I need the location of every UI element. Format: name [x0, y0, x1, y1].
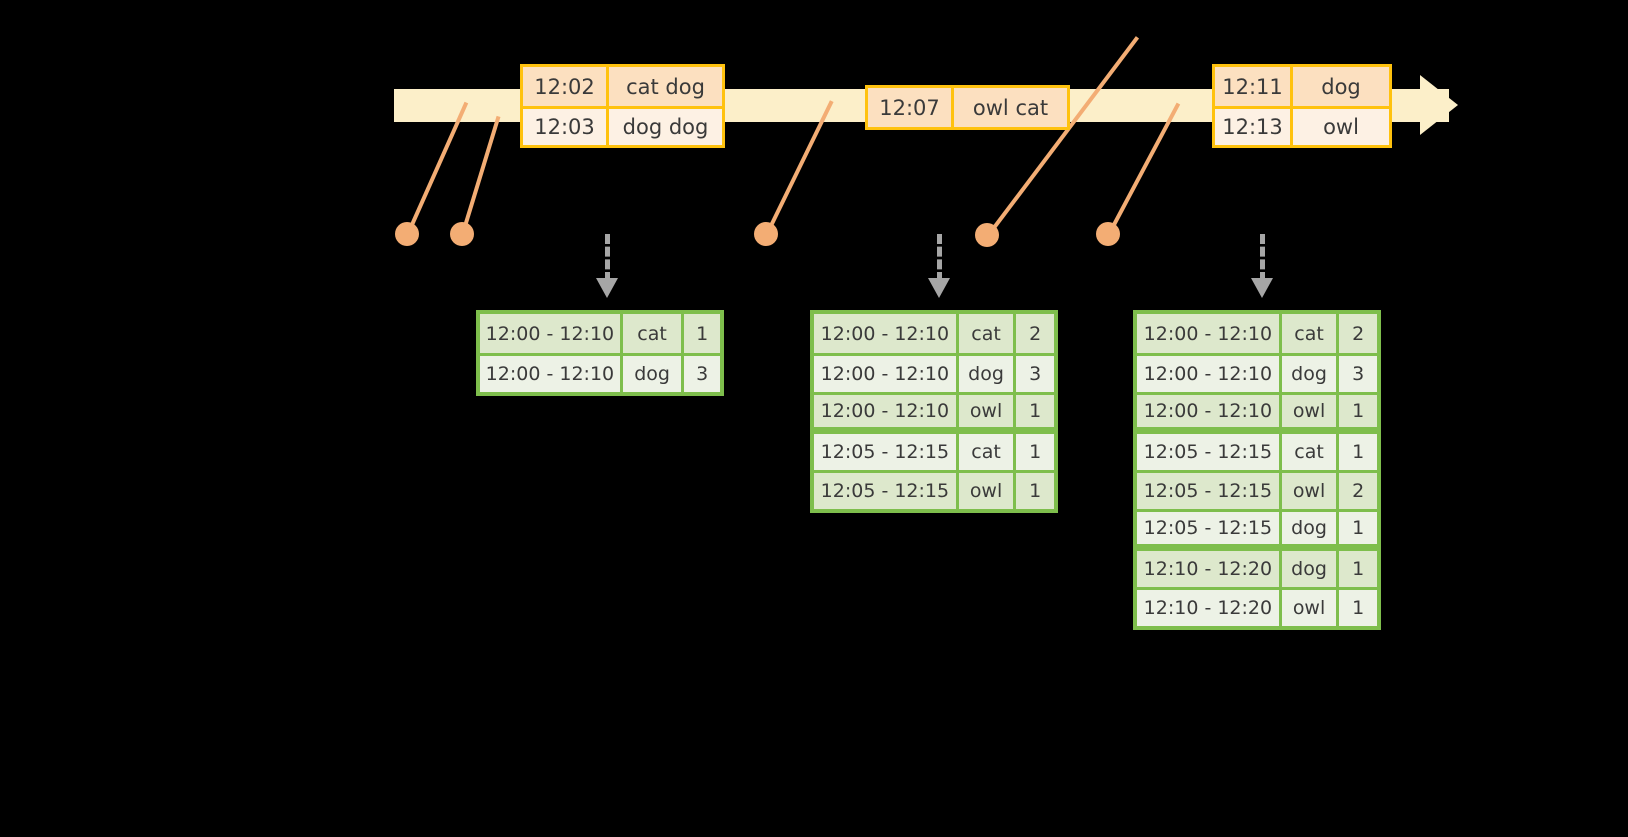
cell-key: cat	[623, 314, 685, 353]
event-box-1: 12:02 cat dog 12:03 dog dog	[520, 64, 725, 148]
cell-key: cat	[959, 314, 1017, 353]
cell-count: 1	[1352, 400, 1365, 422]
arrow-shaft	[1260, 234, 1265, 282]
arrow-head	[596, 278, 618, 298]
cell-count: 2	[1352, 480, 1365, 502]
event-time: 12:07	[868, 88, 954, 127]
cell-count: 1	[1352, 558, 1365, 580]
cell-window: 12:05 - 12:15	[814, 434, 959, 470]
cell-count: 1	[1352, 597, 1365, 619]
cell-key: owl	[1282, 590, 1340, 626]
cell-count: 3	[1029, 363, 1042, 385]
cell-key: dog	[1282, 356, 1340, 392]
cell-key: owl	[1282, 395, 1340, 427]
cell-window: 12:05 - 12:15	[1137, 434, 1282, 470]
cell-window: 12:00 - 12:10	[814, 395, 959, 427]
arrow-shaft	[937, 234, 942, 282]
cell-count: 2	[1352, 322, 1365, 345]
event-time: 12:13	[1215, 109, 1293, 145]
event-box-3: 12:11 dog 12:13 owl	[1212, 64, 1392, 148]
cell-window: 12:00 - 12:10	[480, 356, 623, 392]
cell-key: cat	[959, 434, 1017, 470]
cell-window: 12:00 - 12:10	[814, 314, 959, 353]
event-row: 12:02 cat dog	[523, 67, 722, 106]
cell-window: 12:00 - 12:10	[814, 356, 959, 392]
connector-dot	[450, 222, 474, 246]
cell-key: dog	[1282, 551, 1340, 587]
cell-count: 3	[696, 363, 709, 385]
cell-window: 12:05 - 12:15	[1137, 473, 1282, 509]
cell-key: dog	[623, 356, 685, 392]
connector-line-2	[460, 115, 501, 237]
connector-line-5	[1106, 102, 1181, 237]
arrow-head	[1251, 278, 1273, 298]
cell-key: cat	[1282, 434, 1340, 470]
cell-key: dog	[1282, 512, 1340, 544]
event-row: 12:07 owl cat	[868, 88, 1067, 127]
cell-window: 12:00 - 12:10	[1137, 395, 1282, 427]
connector-dot	[1096, 222, 1120, 246]
event-words: owl	[1323, 115, 1359, 139]
event-row: 12:13 owl	[1215, 106, 1389, 145]
cell-key: dog	[959, 356, 1017, 392]
arrow-shaft	[605, 234, 610, 282]
cell-count: 1	[1029, 480, 1042, 502]
cell-window: 12:05 - 12:15	[1137, 512, 1282, 544]
cell-window: 12:00 - 12:10	[1137, 314, 1282, 353]
cell-count: 1	[1029, 400, 1042, 422]
cell-window: 12:10 - 12:20	[1137, 590, 1282, 626]
cell-count: 2	[1029, 322, 1042, 345]
arrow-head	[928, 278, 950, 298]
cell-window: 12:00 - 12:10	[1137, 356, 1282, 392]
event-words: owl cat	[972, 95, 1049, 120]
event-box-2: 12:07 owl cat	[865, 85, 1070, 130]
event-row: 12:03 dog dog	[523, 106, 722, 145]
connector-dot	[754, 222, 778, 246]
connector-line-1	[405, 101, 469, 237]
timeline-arrowhead-icon	[1420, 75, 1458, 135]
connector-dot	[975, 223, 999, 247]
cell-count: 1	[1352, 517, 1365, 539]
event-words: cat dog	[626, 74, 705, 99]
cell-key: cat	[1282, 314, 1340, 353]
cell-window: 12:10 - 12:20	[1137, 551, 1282, 587]
cell-window: 12:05 - 12:15	[814, 473, 959, 509]
connector-line-4	[985, 36, 1140, 239]
cell-count: 1	[1029, 441, 1042, 463]
event-time: 12:11	[1215, 67, 1293, 106]
event-words: dog	[1321, 74, 1361, 99]
cell-key: owl	[959, 473, 1017, 509]
cell-count: 3	[1352, 363, 1365, 385]
event-row: 12:11 dog	[1215, 67, 1389, 106]
event-time: 12:02	[523, 67, 609, 106]
event-words: dog dog	[622, 115, 709, 139]
cell-count: 1	[696, 322, 709, 345]
cell-key: owl	[959, 395, 1017, 427]
cell-key: owl	[1282, 473, 1340, 509]
cell-window: 12:00 - 12:10	[480, 314, 623, 353]
cell-count: 1	[1352, 441, 1365, 463]
connector-dot	[395, 222, 419, 246]
event-time: 12:03	[523, 109, 609, 145]
